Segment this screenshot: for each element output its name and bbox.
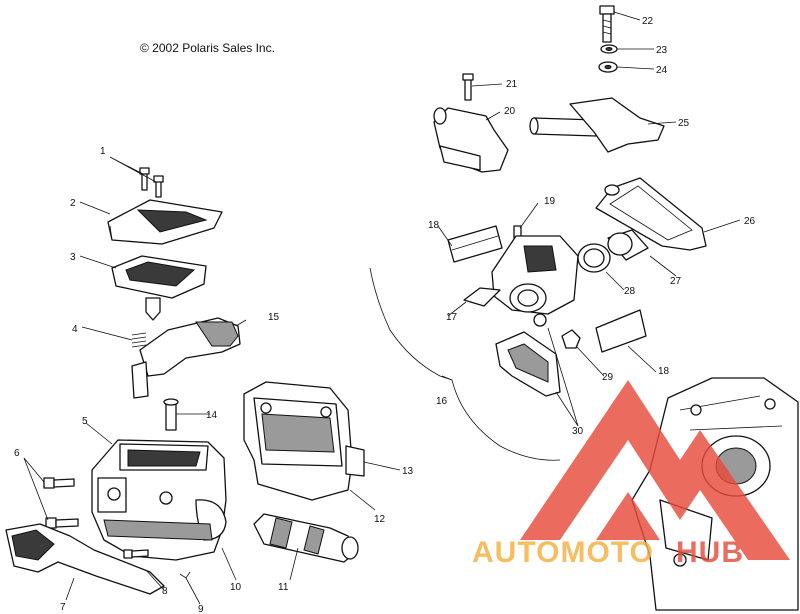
callout-15: 15 — [268, 312, 280, 323]
watermark-logo-icon — [520, 380, 790, 560]
part-30-brake-pads — [495, 313, 561, 397]
callout-29: 29 — [602, 372, 614, 383]
watermark-text-a: AUTOMOTO — [472, 536, 654, 569]
callout-19: 19 — [544, 196, 556, 207]
callout-30: 30 — [572, 426, 584, 437]
watermark-inner-triangle-icon — [596, 492, 660, 540]
part-15-lever — [131, 317, 241, 399]
callout-1: 1 — [100, 146, 106, 157]
part-8-bolt — [123, 549, 149, 559]
callout-17: 17 — [446, 312, 458, 323]
part-18-pad-strip-lower — [595, 309, 647, 353]
callout-27: 27 — [670, 276, 682, 287]
callout-24: 24 — [656, 65, 668, 76]
callout-25: 25 — [678, 118, 690, 129]
part-2-reservoir-cover — [107, 199, 223, 245]
part-17-clip — [463, 287, 501, 307]
part-1-screws — [139, 167, 164, 198]
part-9-clip — [179, 571, 191, 579]
callout-9: 9 — [198, 604, 204, 614]
callout-18-upper: 18 — [428, 220, 440, 231]
leader-lines — [23, 11, 741, 605]
part-4-spring — [131, 332, 147, 348]
callout-10: 10 — [230, 582, 242, 593]
part-24-washer — [598, 61, 618, 73]
callout-6: 6 — [14, 448, 20, 459]
callout-18-lower: 18 — [658, 366, 670, 377]
callout-16: 16 — [436, 396, 448, 407]
callout-11: 11 — [278, 582, 289, 593]
callout-21: 21 — [506, 79, 518, 90]
part-21-bleeder — [462, 73, 474, 101]
callout-8: 8 — [162, 586, 168, 597]
callout-5: 5 — [82, 416, 88, 427]
callout-4: 4 — [72, 324, 78, 335]
callout-3: 3 — [70, 252, 76, 263]
part-18-pad-strip — [447, 225, 503, 263]
part-25-pin-shield — [529, 97, 665, 153]
part-7-hand-lever — [5, 523, 165, 595]
part-3-diaphragm — [111, 255, 207, 299]
part-23-washer — [600, 44, 618, 54]
part-22-bolt — [599, 5, 615, 43]
part-26-caliper-frame — [595, 177, 707, 251]
callout-2: 2 — [70, 198, 76, 209]
callout-7: 7 — [60, 602, 66, 613]
part-plunger — [145, 297, 161, 321]
part-6-bolts — [43, 477, 79, 529]
watermark-text-b: HUB — [676, 536, 744, 569]
callout-23: 23 — [656, 45, 668, 56]
callout-12: 12 — [374, 514, 386, 525]
group-16-tick — [441, 375, 453, 381]
callout-20: 20 — [504, 106, 516, 117]
part-caliper-housing — [491, 235, 579, 315]
part-20-bracket — [433, 107, 509, 173]
part-11-piston — [253, 513, 359, 563]
part-29-nut — [561, 329, 581, 349]
callout-28: 28 — [624, 286, 636, 297]
callout-26: 26 — [744, 216, 756, 227]
part-12-caliper-half — [243, 381, 365, 501]
copyright-notice: © 2002 Polaris Sales Inc. — [140, 41, 275, 55]
part-14-pin — [163, 398, 179, 431]
part-5-cylinder-body — [91, 439, 227, 561]
watermark: AUTOMOTO HUB — [472, 380, 790, 569]
part-28-piston — [577, 229, 649, 273]
callout-22: 22 — [642, 16, 654, 27]
callout-13: 13 — [402, 466, 414, 477]
callout-numbers: 1 2 3 4 5 6 7 8 9 10 11 12 13 14 15 16 1… — [14, 16, 756, 614]
callout-14: 14 — [206, 410, 218, 421]
